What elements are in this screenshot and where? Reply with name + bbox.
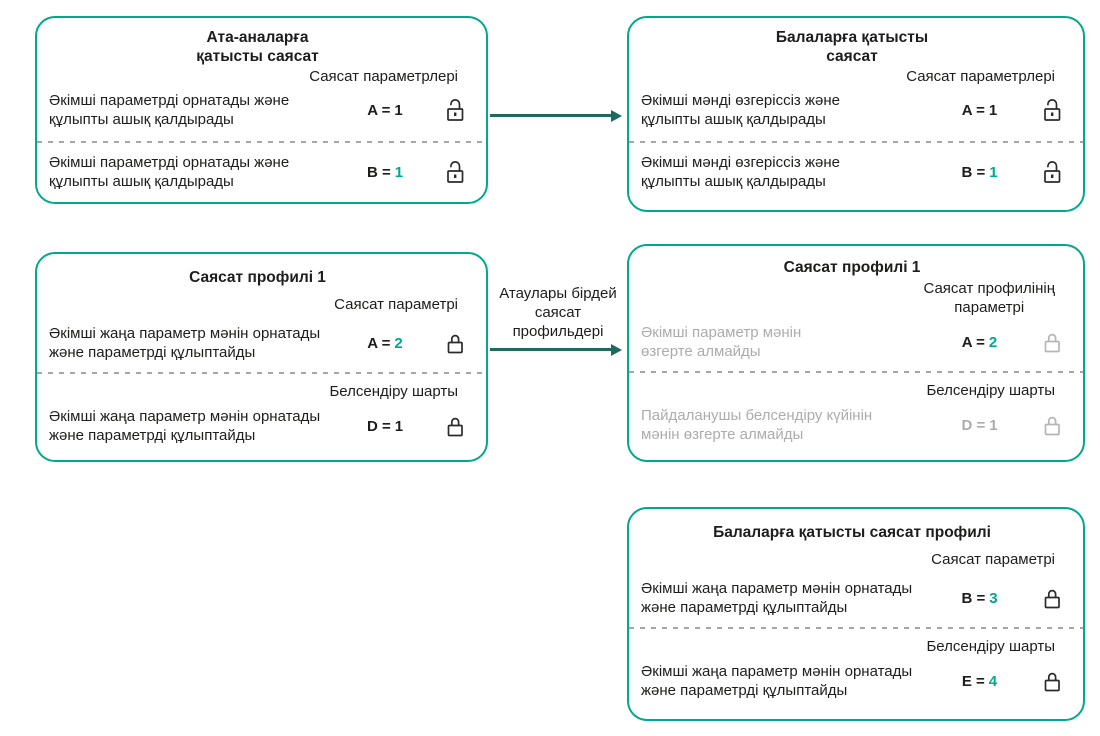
setting-row: Әкімші жаңа параметр мәнін орнатады және… (641, 662, 1063, 700)
setting-value: E =4 (961, 672, 998, 690)
setting-row: Әкімші параметрді орнатады және құлыпты … (49, 153, 466, 191)
box-title: Ата-аналарға қатысты саясат (49, 28, 466, 66)
title-line: Ата-аналарға (206, 29, 309, 46)
setting-row: Әкімші жаңа параметр мәнін орнатады және… (49, 324, 466, 362)
box-title: Саясат профилі 1 (783, 259, 921, 276)
section-label: Саясат параметрлері (906, 68, 1055, 85)
setting-row: Әкімші жаңа параметр мәнін орнатады және… (641, 579, 1063, 617)
setting-row: Әкімші параметрді орнатады және құлыпты … (49, 91, 466, 129)
box-title: Саясат профилі 1 (189, 269, 326, 286)
open-lock-icon (1033, 97, 1063, 123)
setting-description: Әкімші параметр мәнін өзгерте алмайды (641, 324, 802, 360)
open-lock-icon (436, 97, 466, 123)
child-policy-box: Балаларға қатысты саясат Саясат параметр… (627, 16, 1085, 212)
locked-lock-icon (1033, 329, 1063, 355)
setting-value: D =1 (961, 416, 998, 434)
parent-policy-box: Ата-аналарға қатысты саясат Саясат парам… (35, 16, 488, 204)
profile1-parent-box: Саясат профилі 1 Саясат параметрі Әкімші… (35, 252, 488, 462)
dashed-divider (37, 372, 486, 374)
setting-description: Әкімші жаңа параметр мәнін орнатады және… (641, 663, 913, 699)
setting-description: Пайдаланушы белсендіру күйінін мәнін өзг… (641, 407, 873, 443)
locked-lock-icon (436, 330, 466, 356)
title-line: Балаларға қатысты (775, 29, 929, 46)
setting-description: Әкімші жаңа параметр мәнін орнатады және… (641, 580, 913, 616)
activation-label: Белсендіру шарты (329, 383, 458, 400)
setting-description: Әкімші жаңа параметр мәнін орнатады және… (49, 408, 321, 444)
setting-description: Әкімші жаңа параметр мәнін орнатады және… (49, 325, 321, 361)
setting-value: D =1 (366, 417, 404, 435)
setting-value: A =2 (961, 333, 998, 351)
locked-lock-icon (1033, 412, 1063, 438)
setting-description: Әкімші параметрді орнатады және құлыпты … (49, 92, 290, 128)
setting-value: A =1 (367, 101, 403, 119)
setting-row: Әкімші мәнді өзгеріссіз және құлыпты ашы… (641, 153, 1063, 191)
title-line: саясат (826, 48, 878, 65)
activation-label: Белсендіру шарты (926, 382, 1055, 399)
section-label: Саясат параметрі (931, 551, 1055, 568)
setting-description: Әкімші мәнді өзгеріссіз және құлыпты ашы… (641, 154, 840, 190)
dashed-divider (629, 141, 1083, 143)
setting-value: A =2 (367, 334, 403, 352)
profile1-child-box: Саясат профилі 1 Саясат профилінің парам… (627, 244, 1085, 462)
inheritance-arrow (490, 348, 612, 351)
section-label: Саясат параметрі (334, 296, 458, 313)
open-lock-icon (1033, 159, 1063, 185)
setting-row: Әкімші жаңа параметр мәнін орнатады және… (49, 407, 466, 445)
arrow-label: Атаулары бірдей саясат профильдері (499, 285, 617, 340)
setting-value: B =3 (961, 589, 998, 607)
inheritance-arrow (490, 114, 612, 117)
box-title: Балаларға қатысты саясат (641, 28, 1063, 66)
dashed-divider (37, 141, 486, 143)
open-lock-icon (436, 159, 466, 185)
dashed-divider (629, 627, 1083, 629)
title-line: қатысты саясат (196, 48, 319, 65)
setting-row: Әкімші параметр мәнін өзгерте алмайды A … (641, 323, 1063, 361)
locked-lock-icon (1033, 585, 1063, 611)
setting-description: Әкімші мәнді өзгеріссіз және құлыпты ашы… (641, 92, 840, 128)
section-label: Саясат параметрлері (309, 68, 458, 85)
activation-label: Белсендіру шарты (926, 638, 1055, 655)
setting-description: Әкімші параметрді орнатады және құлыпты … (49, 154, 290, 190)
section-label: Саясат профилінің параметрі (923, 280, 1055, 316)
locked-lock-icon (436, 413, 466, 439)
locked-lock-icon (1033, 668, 1063, 694)
setting-value: B =1 (961, 163, 998, 181)
setting-value: A =1 (961, 101, 998, 119)
setting-row: Әкімші мәнді өзгеріссіз және құлыпты ашы… (641, 91, 1063, 129)
box-title: Балаларға қатысты саясат профилі (713, 524, 991, 541)
setting-row: Пайдаланушы белсендіру күйінін мәнін өзг… (641, 406, 1063, 444)
child-profile-box: Балаларға қатысты саясат профилі Саясат … (627, 507, 1085, 721)
dashed-divider (629, 371, 1083, 373)
setting-value: B =1 (366, 163, 404, 181)
